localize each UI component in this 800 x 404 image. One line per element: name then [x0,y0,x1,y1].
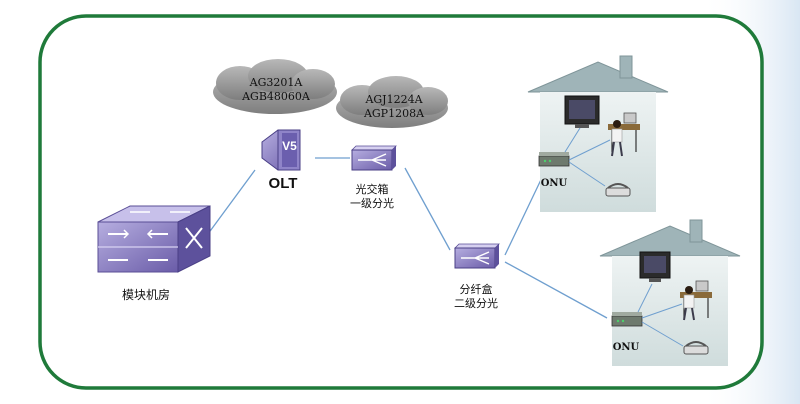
cloud-2-label: AGJ1224A AGP1208A [356,93,432,121]
onu-1-device-icon [538,152,570,167]
splitter-1-line2: 一级分光 [350,197,394,210]
olt-badge: V5 [282,139,297,153]
splitter-2-line2: 二级分光 [454,297,498,310]
computer-user-icon [608,112,640,157]
house-2 [599,219,741,366]
onu-2-device-icon [611,312,643,327]
cloud-1-label: AG3201A AGB48060A [236,76,316,104]
cloud-1-line1: AG3201A [249,76,303,89]
onu-2-label: ONU [612,342,640,353]
cloud-2 [336,76,448,128]
cloud-1 [213,59,337,114]
computer-user-icon [680,280,712,321]
core-switch-icon [97,205,211,273]
splitter-2-icon [454,243,500,269]
cloud-1-line2: AGB48060A [242,90,310,103]
splitter-2-line1: 分纤盒 [459,283,493,296]
tv-icon [564,95,600,128]
splitter-1-icon [351,145,397,171]
olt-label: OLT [268,175,298,192]
phone-icon [683,341,709,355]
tv-icon [639,251,671,282]
link-core-olt [204,169,256,239]
cloud-2-line1: AGJ1224A [365,93,423,106]
link-splitter1-splitter2 [404,167,451,251]
onu-1-label: ONU [540,178,568,189]
cloud-2-line2: AGP1208A [363,107,425,120]
phone-icon [605,183,631,197]
link-splitter2-onu2 [504,261,608,319]
splitter-1-label: 光交箱 一级分光 [336,183,408,211]
olt-device-icon [261,129,301,171]
splitter-2-label: 分纤盒 二级分光 [440,283,512,311]
splitter-1-line1: 光交箱 [355,183,389,196]
house-1 [527,55,669,212]
core-room-label: 模块机房 [121,288,170,302]
